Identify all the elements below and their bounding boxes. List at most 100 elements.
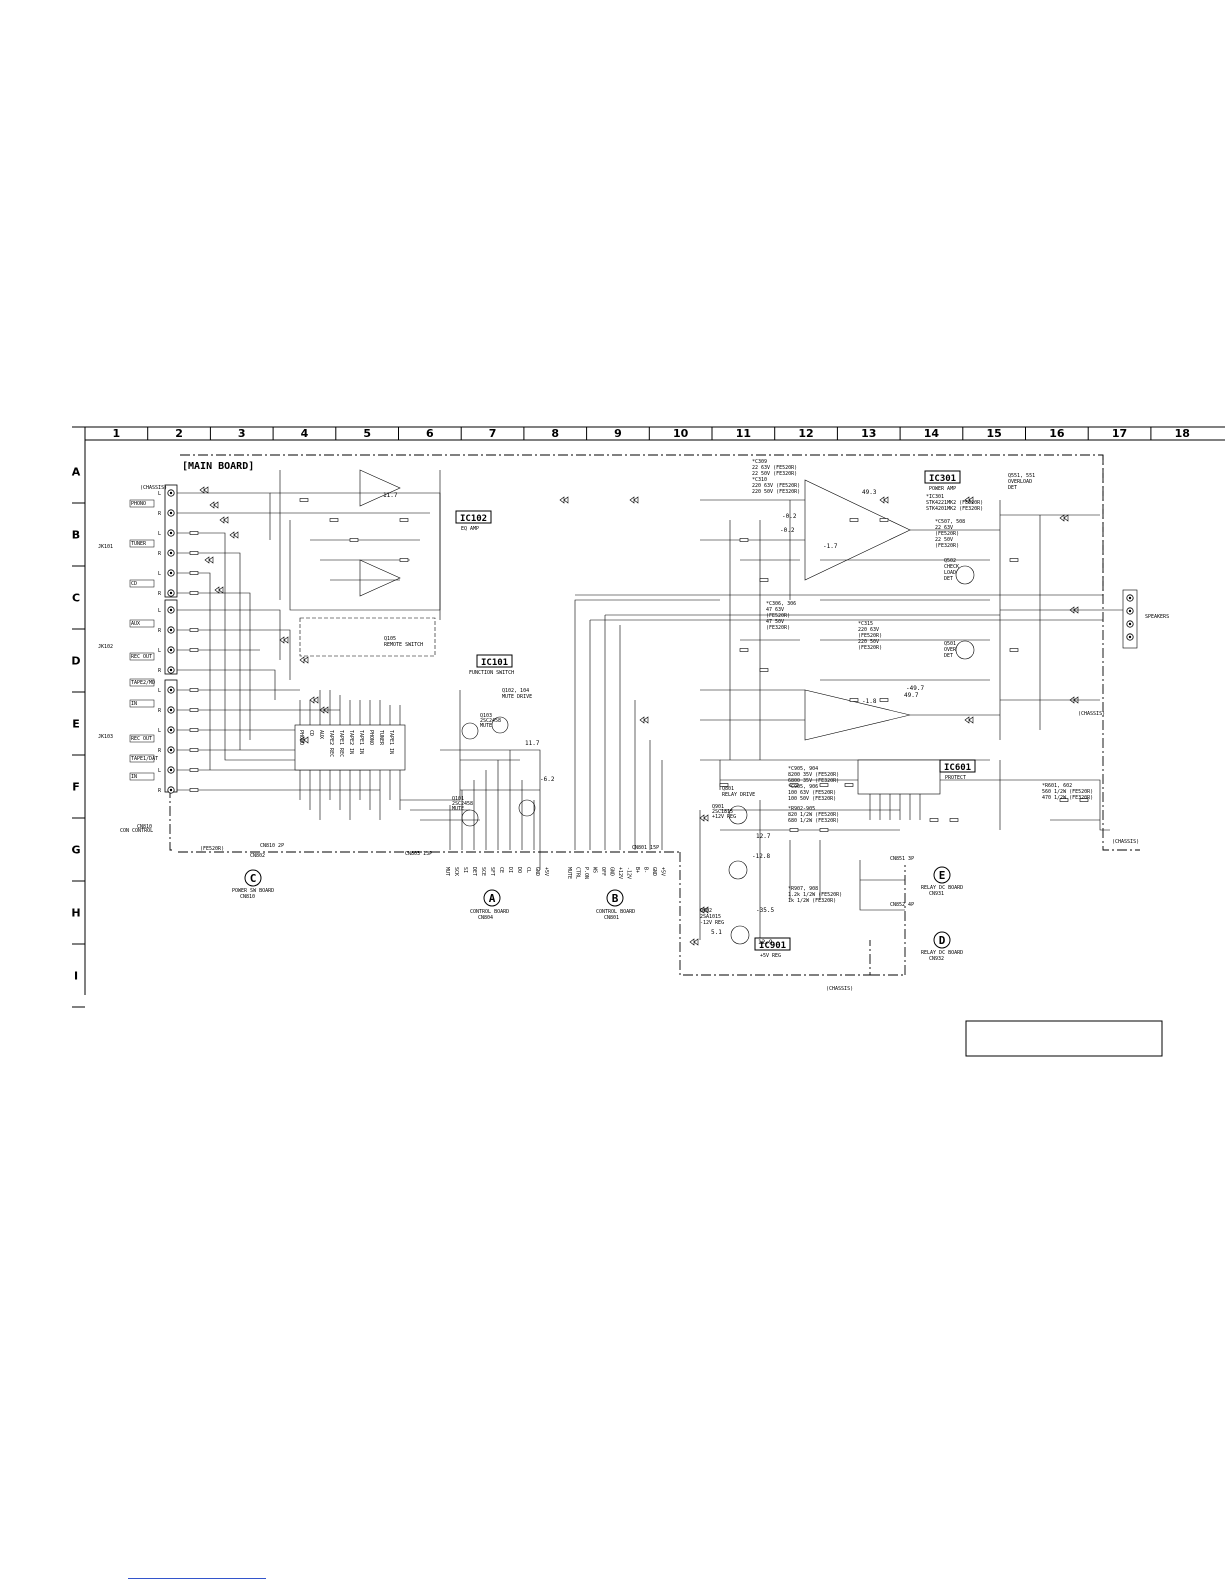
caps-mid-list-line: *C306, 306	[766, 601, 796, 607]
ic301-part-list-line: *IC301	[926, 494, 944, 500]
grid-column-4: 4	[301, 427, 309, 440]
connector-a-pin: GND	[534, 867, 540, 876]
ic301-part-list-line: STK4221MK2 (FE520R)	[926, 500, 983, 506]
input-jack	[167, 746, 175, 754]
ic101-desc: FUNCTION SWITCH	[469, 670, 514, 676]
resistor	[929, 818, 939, 822]
resistor	[739, 648, 749, 652]
ic101-pin-label: TAPE2 IN	[348, 730, 354, 754]
jk103-label: JK103	[98, 734, 113, 740]
grid-column-5: 5	[363, 427, 371, 440]
ic101-pin-label: AUX	[318, 730, 324, 739]
jack-channel-mark: L	[158, 688, 161, 694]
grid-column-11: 11	[736, 427, 751, 440]
connector-a-pin: +5V	[543, 867, 549, 876]
caps-f-list-line: 6800 35V (FE320R)	[788, 778, 839, 784]
board-title: [MAIN BOARD]	[182, 461, 254, 472]
input-jack	[167, 706, 175, 714]
connector-letter: C	[250, 872, 257, 885]
caps-mid2-list-line: 220 63V	[858, 627, 879, 633]
connector-cn-name: CN804	[478, 915, 493, 921]
ic301-caps-list-line: (FE520R)	[935, 531, 959, 537]
jack-channel-mark: R	[158, 748, 162, 754]
signal-arrow	[309, 696, 319, 704]
connector-cn-name: CN932	[929, 956, 944, 962]
voltage-reading: -1.8	[862, 698, 877, 705]
grid-column-18: 18	[1175, 427, 1190, 440]
connector-cn-name: CN810	[240, 894, 255, 900]
q101-label-line: 2SC2458	[452, 801, 473, 807]
signal-arrow	[209, 501, 219, 509]
input-jack	[167, 589, 175, 597]
fe520r-note: (FE520R)	[200, 846, 224, 852]
connector-a-pin: SI	[462, 867, 468, 873]
q103-label-line: 2SC2458	[480, 718, 501, 724]
grid-column-7: 7	[489, 427, 497, 440]
resistor	[879, 698, 889, 702]
input-label-8: TAPE1/DAT	[129, 754, 158, 763]
res-f-list-line: *R902-905	[788, 806, 815, 812]
grid-column-10: 10	[673, 427, 689, 440]
ic301-name: IC301	[929, 474, 956, 484]
res-h-list-line: 1.2k 1/2W (FE520R)	[788, 892, 842, 898]
caps-f-list-line: *C905, 904	[788, 766, 818, 772]
signal-arrow	[199, 486, 209, 494]
connector-a-pin: SCK	[453, 867, 459, 876]
jack-channel-mark: R	[158, 511, 162, 517]
input-label-3: AUX	[129, 619, 155, 628]
q105-label-line: Q105	[384, 636, 396, 642]
ic101-name: IC101	[481, 658, 508, 668]
res-protect-list-line: 470 1/2W (FE320R)	[1042, 795, 1093, 801]
q902-label-line: Q902	[700, 908, 712, 914]
input-label-1: TUNER	[129, 539, 155, 548]
voltage-reading: 49.3	[862, 489, 877, 496]
input-label-0: PHONO	[129, 499, 155, 508]
jack-channel-mark: L	[158, 531, 161, 537]
res-f-list-line: 680 1/2W (FE320R)	[788, 818, 839, 824]
connector-board-name: CONTROL BOARD	[596, 909, 635, 915]
cn-label: CN852 4P	[890, 902, 914, 908]
input-jack	[167, 766, 175, 774]
grid-row-E: E	[72, 718, 80, 731]
ic301-caps-list-line: 22 63V	[935, 525, 953, 531]
signal-arrow	[229, 531, 239, 539]
input-jack	[167, 666, 175, 674]
chassis-right-label: (CHASSIS)	[1112, 839, 1139, 845]
caps-mid-list-line: 47 50V	[766, 619, 784, 625]
input-label-7: REC OUT	[129, 734, 155, 743]
input-label-text: AUX	[131, 621, 140, 627]
caps-top-list-line: *C309	[752, 459, 767, 465]
resistor	[189, 688, 199, 692]
jack-channel-mark: R	[158, 628, 162, 634]
jk101-label: JK101	[98, 544, 113, 550]
main-board-outline	[169, 454, 1140, 976]
cn-label: CN810	[137, 824, 152, 830]
schematic-wiring	[177, 469, 1138, 945]
input-jack	[167, 529, 175, 537]
grid-column-2: 2	[175, 427, 183, 440]
jack-channel-mark: R	[158, 668, 162, 674]
input-label-text: CD	[131, 581, 137, 587]
ic102-name: IC102	[460, 514, 487, 524]
cn-label: CN801 15P	[632, 845, 659, 851]
signal-arrow	[219, 516, 229, 524]
signal-arrow	[879, 496, 889, 504]
q502-label-line: DET	[944, 576, 953, 582]
caps-mid-list-line: 47 63V	[766, 607, 784, 613]
res-f-list-line: 820 1/2W (FE520R)	[788, 812, 839, 818]
voltage-reading: -6.2	[540, 776, 555, 783]
resistor	[949, 818, 959, 822]
grid-row-B: B	[72, 529, 80, 542]
connector-a-pin: DO	[516, 867, 522, 873]
connector-a-pin: MUT	[444, 867, 450, 876]
res-h-list-line: *R907, 908	[788, 886, 818, 892]
